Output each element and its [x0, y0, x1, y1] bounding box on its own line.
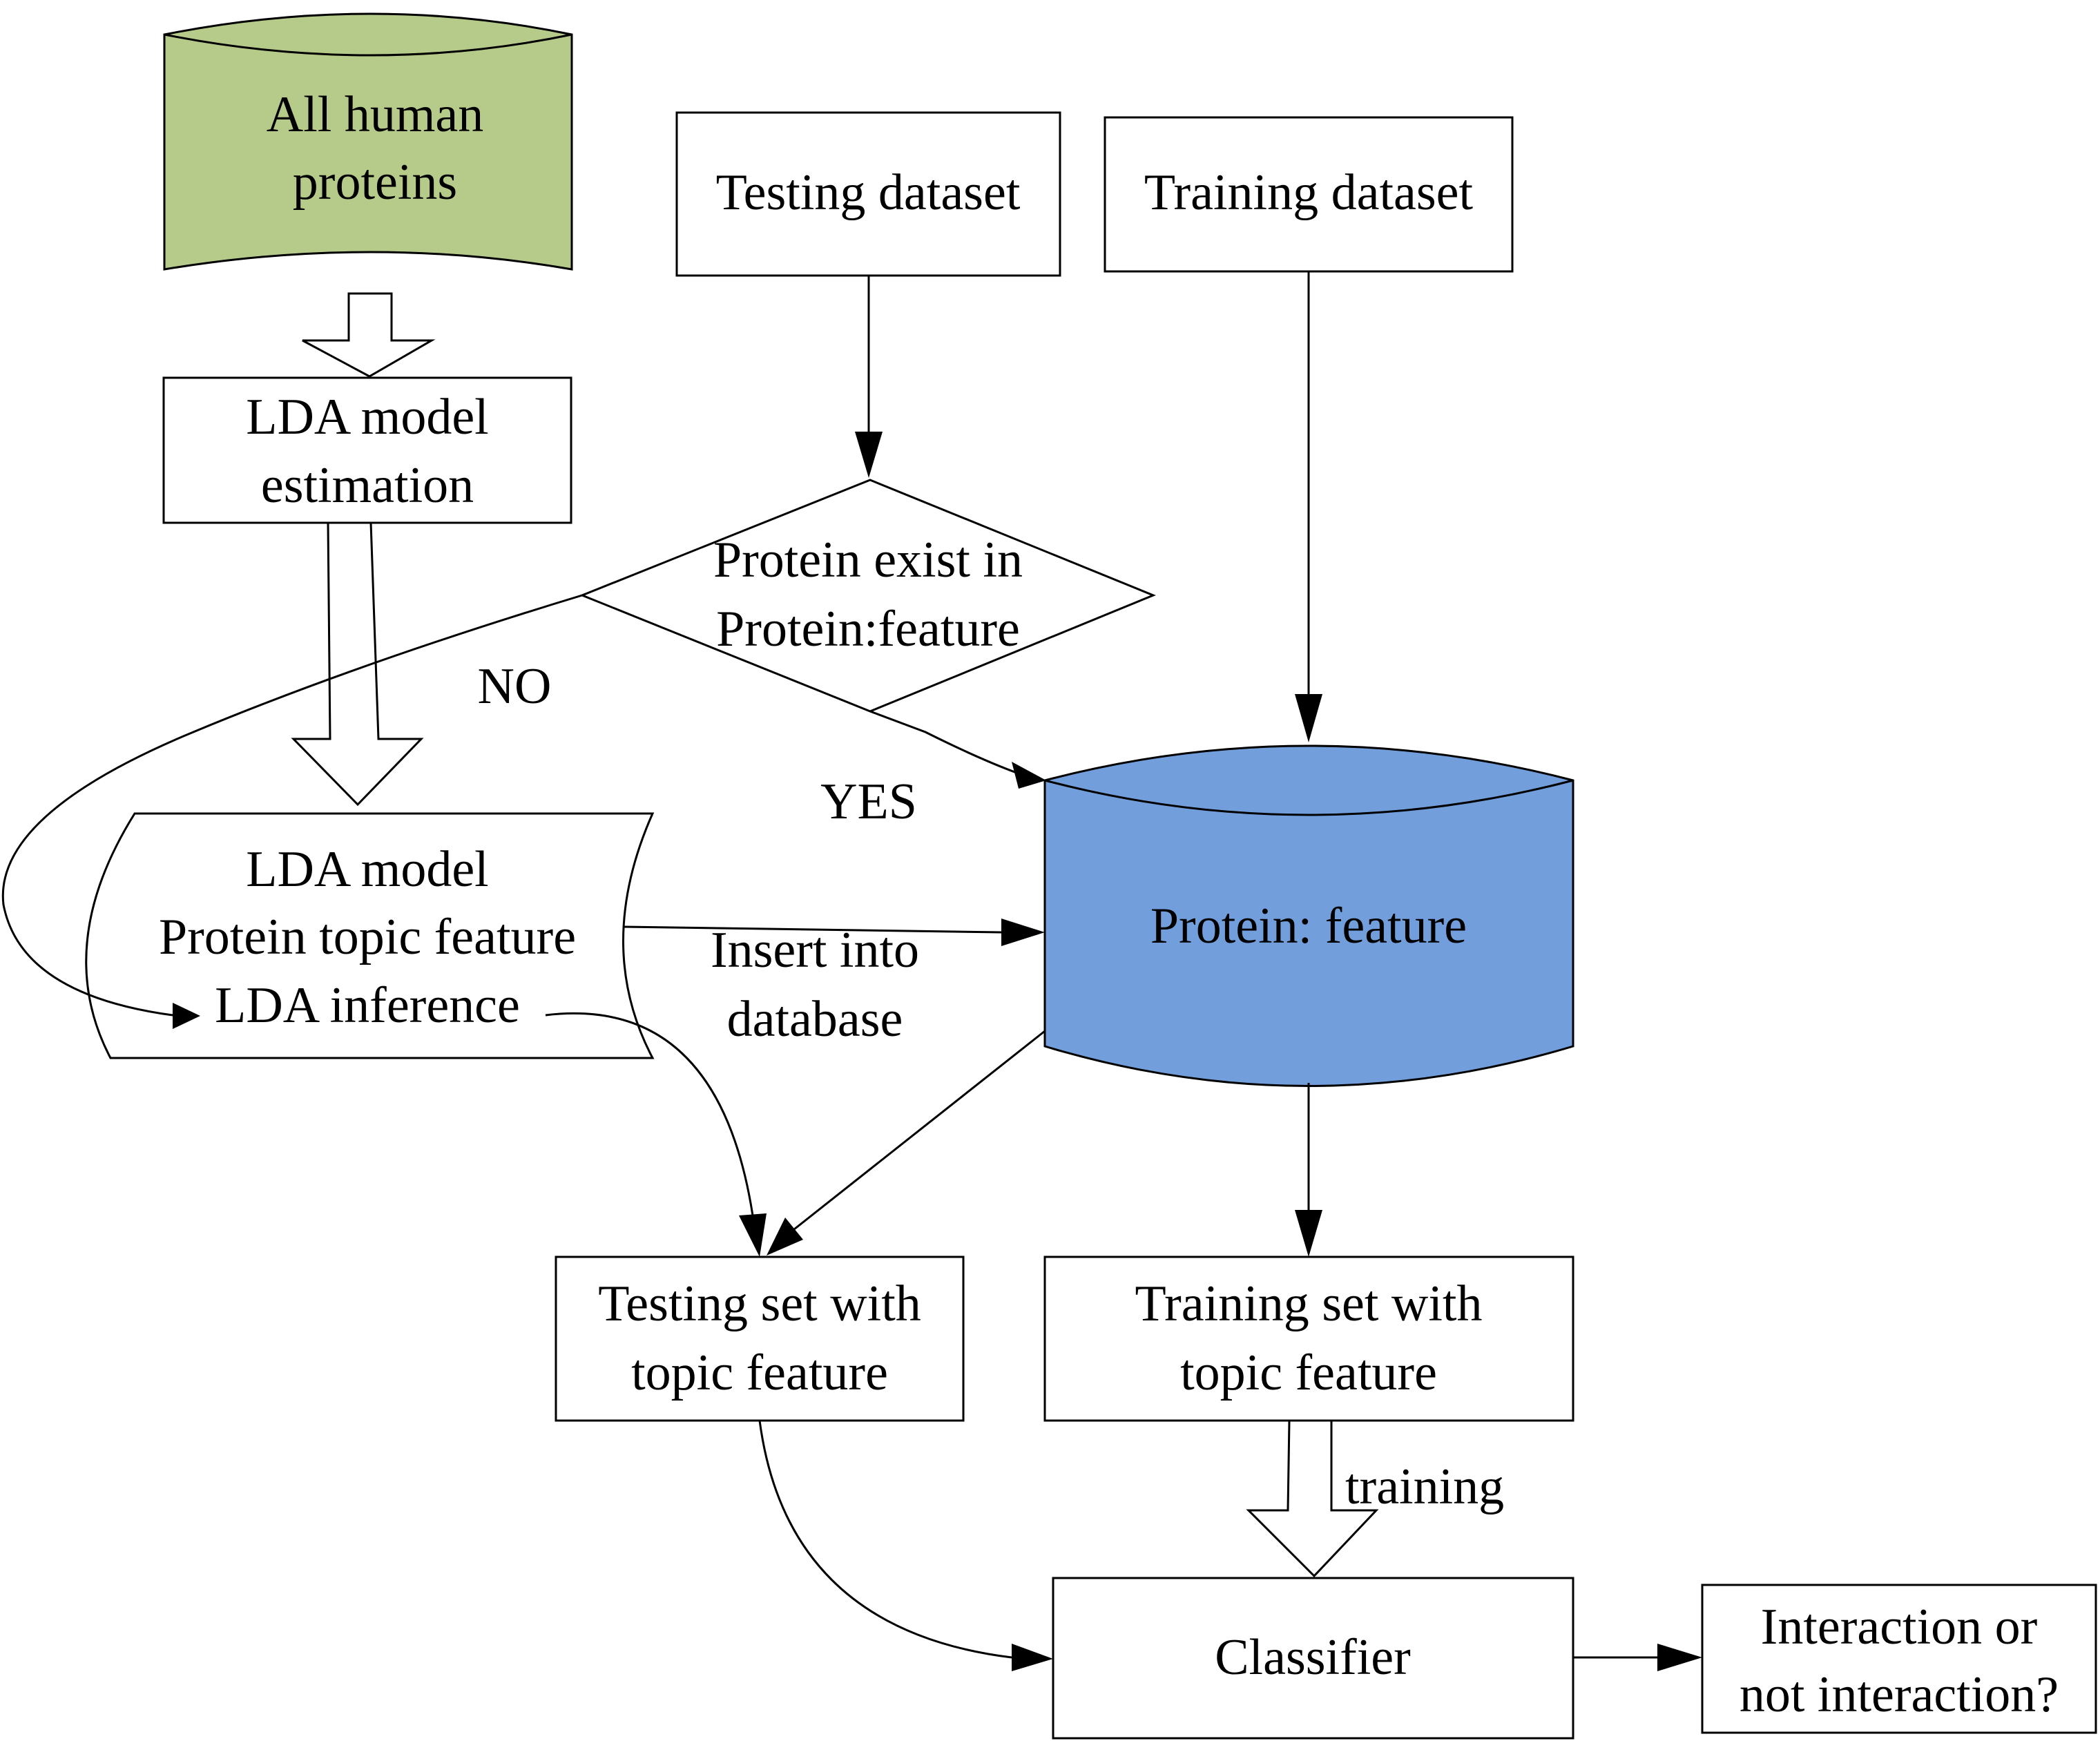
- block-arrow-training-set-to-classifier: [1246, 1419, 1379, 1578]
- testing-set-label-2: topic feature: [631, 1345, 888, 1401]
- testing-set-box: Testing set with topic feature: [555, 1256, 965, 1422]
- classifier-box: Classifier: [1052, 1577, 1574, 1740]
- protein-feature-label: Protein: feature: [1150, 898, 1467, 954]
- arrow-inference-to-testing-set: [545, 1012, 767, 1257]
- arrow-decision-no: [1, 594, 583, 1029]
- lda-document-label-2: Protein topic feature: [159, 909, 576, 965]
- testing-set-label-1: Testing set with: [598, 1276, 921, 1332]
- lda-model-document: LDA model Protein topic feature LDA infe…: [85, 812, 655, 1059]
- protein-feature-db: Protein: feature: [1043, 744, 1574, 1087]
- edge-label-insert-2: database: [727, 991, 903, 1048]
- arrow-training-to-db: [1295, 271, 1322, 742]
- arrow-testing-set-to-classifier: [758, 1420, 1053, 1671]
- edge-label-no: NO: [478, 658, 552, 715]
- edge-label-yes: YES: [820, 773, 917, 830]
- block-arrow-estimation-to-document: [291, 521, 424, 807]
- testing-dataset-box: Testing dataset: [675, 111, 1061, 277]
- all-human-proteins-shape: [163, 12, 573, 271]
- arrow-db-to-training-set: [1295, 1083, 1322, 1257]
- lda-model-estimation-label-2: estimation: [261, 457, 474, 514]
- all-human-proteins-top-rim: [164, 33, 572, 57]
- arrow-db-to-testing-set: [767, 1030, 1046, 1256]
- training-set-box: Training set with topic feature: [1043, 1256, 1574, 1422]
- result-label-2: not interaction?: [1740, 1666, 2059, 1723]
- arrow-classifier-to-result: [1573, 1644, 1702, 1671]
- lda-model-estimation-label-1: LDA model: [246, 389, 488, 445]
- training-set-label-1: Training set with: [1135, 1276, 1483, 1332]
- result-label-1: Interaction or: [1761, 1599, 2038, 1655]
- lda-document-label-3: LDA inference: [215, 977, 520, 1034]
- all-human-proteins-label-1: All human: [267, 86, 483, 143]
- training-set-label-2: topic feature: [1180, 1345, 1437, 1401]
- all-human-proteins-label-2: proteins: [293, 154, 457, 211]
- decision-label-1: Protein exist in: [713, 532, 1023, 588]
- testing-dataset-label: Testing dataset: [716, 164, 1021, 221]
- edge-label-training: training: [1345, 1459, 1504, 1515]
- classifier-label: Classifier: [1215, 1629, 1411, 1686]
- protein-exists-decision: Protein exist in Protein:feature: [579, 479, 1156, 713]
- protein-feature-top-rim: [1044, 779, 1574, 816]
- protein-feature-shape: [1043, 744, 1574, 1087]
- decision-label-2: Protein:feature: [716, 601, 1020, 657]
- edge-label-insert-1: Insert into: [711, 922, 919, 979]
- lda-document-label-1: LDA model: [246, 841, 488, 898]
- arrow-decision-yes: [869, 710, 1046, 789]
- result-box: Interaction or not interaction?: [1701, 1584, 2097, 1734]
- lda-model-estimation-box: LDA model estimation: [162, 376, 572, 524]
- block-arrow-proteins-to-estimation: [302, 292, 436, 378]
- all-human-proteins-db: All human proteins: [163, 12, 573, 271]
- training-dataset-label: Training dataset: [1144, 164, 1474, 221]
- arrow-insert-into-db: [623, 918, 1045, 946]
- arrow-testing-to-decision: [855, 276, 883, 478]
- training-dataset-box: Training dataset: [1104, 116, 1514, 273]
